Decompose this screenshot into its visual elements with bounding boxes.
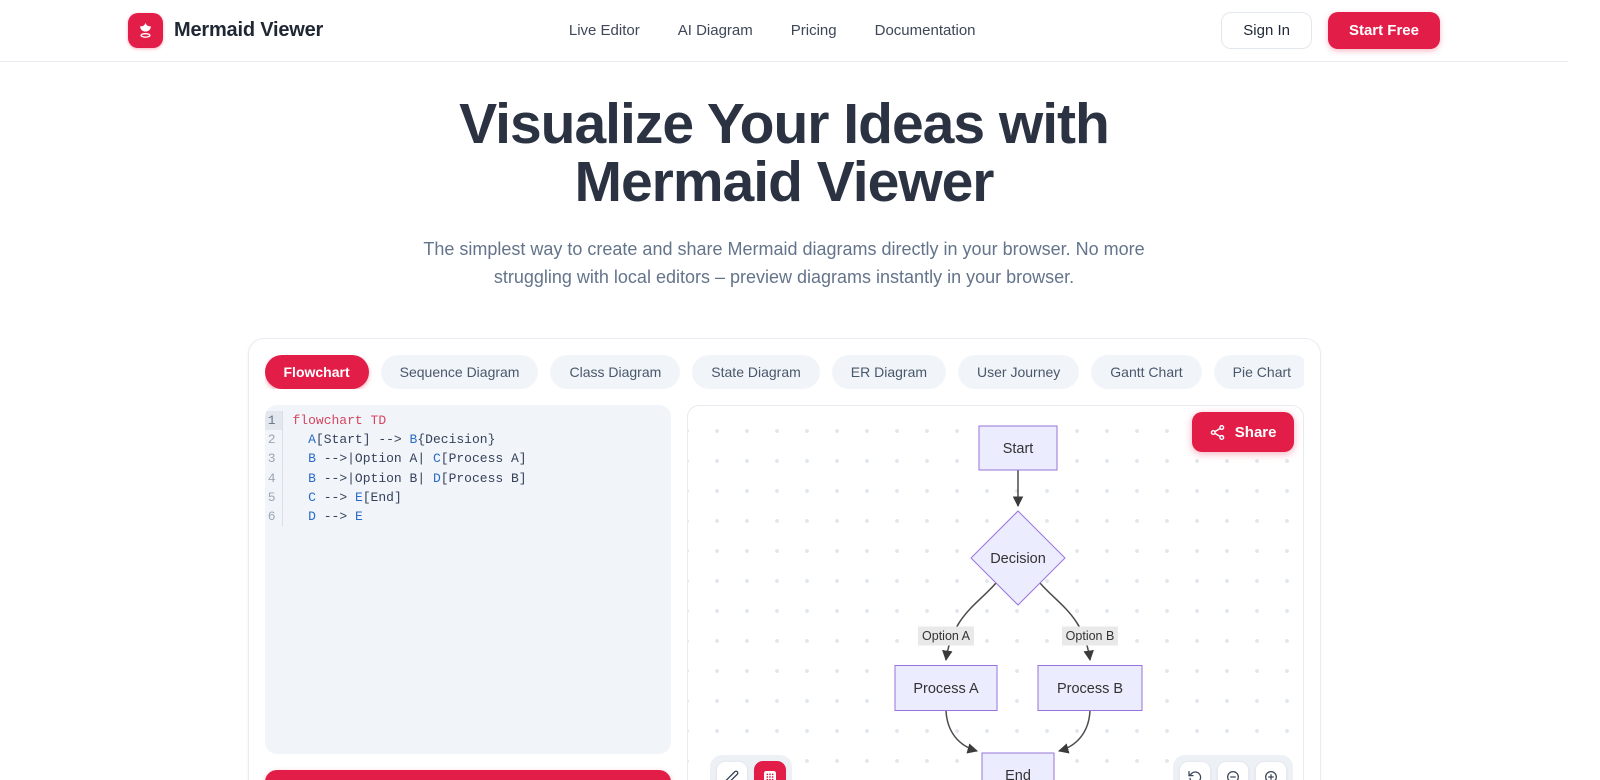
code-text: B -->|Option A| C[Process A] xyxy=(308,451,527,467)
line-number: 5 xyxy=(265,487,283,508)
tab-er-diagram[interactable]: ER Diagram xyxy=(831,355,947,389)
code-line[interactable]: 4 B -->|Option B| D[Process B] xyxy=(265,468,671,488)
tab-class-diagram[interactable]: Class Diagram xyxy=(550,355,681,389)
pencil-icon xyxy=(725,770,739,780)
tab-pie-chart[interactable]: Pie Chart xyxy=(1213,355,1304,389)
mode-toolbar xyxy=(709,755,792,780)
edit-mode-button[interactable] xyxy=(715,761,748,780)
flowchart-diagram: Option A Option B Start Decision xyxy=(894,425,1142,780)
code-line[interactable]: 2 A[Start] --> B{Decision} xyxy=(265,430,671,450)
tab-sequence-diagram[interactable]: Sequence Diagram xyxy=(380,355,539,389)
page-title-line-2: Mermaid Viewer xyxy=(574,150,995,214)
nav-pricing[interactable]: Pricing xyxy=(790,22,837,39)
svg-text:Start: Start xyxy=(1002,441,1033,457)
edge-label-option-a: Option A xyxy=(917,626,974,646)
brand-logo-icon[interactable] xyxy=(128,13,163,48)
svg-text:Decision: Decision xyxy=(990,551,1046,567)
header: Mermaid Viewer Live Editor AI Diagram Pr… xyxy=(0,0,1568,62)
tab-gantt-chart[interactable]: Gantt Chart xyxy=(1091,355,1202,389)
line-number: 1 xyxy=(264,411,283,431)
zoom-out-button[interactable] xyxy=(1216,761,1249,780)
share-icon xyxy=(1210,424,1225,440)
svg-text:Process B: Process B xyxy=(1056,681,1122,697)
tab-state-diagram[interactable]: State Diagram xyxy=(692,355,820,389)
node-decision[interactable]: Decision xyxy=(969,510,1066,606)
page-title: Visualize Your Ideas with Mermaid Viewer xyxy=(0,95,1568,211)
reset-view-button[interactable] xyxy=(1178,761,1211,780)
hero-section: Visualize Your Ideas with Mermaid Viewer… xyxy=(0,95,1568,291)
mermaid-tail-icon xyxy=(140,22,151,38)
svg-text:Option B: Option B xyxy=(1065,629,1114,643)
diagram-type-tabs: Flowchart Sequence Diagram Class Diagram St… xyxy=(264,355,1304,389)
line-number: 2 xyxy=(265,430,283,450)
sign-in-button[interactable]: Sign In xyxy=(1221,12,1312,49)
share-button[interactable]: Share xyxy=(1191,412,1294,452)
code-text: B -->|Option B| D[Process B] xyxy=(308,470,527,486)
nav-ai-diagram[interactable]: AI Diagram xyxy=(677,22,753,39)
line-number: 6 xyxy=(265,507,283,527)
line-number: 3 xyxy=(265,449,283,469)
grid-icon xyxy=(763,771,776,780)
svg-text:Option A: Option A xyxy=(922,629,971,643)
edge-decision-process-a xyxy=(941,582,997,662)
line-number: 4 xyxy=(265,468,283,488)
start-free-button[interactable]: Start Free xyxy=(1327,12,1440,49)
reset-view-icon xyxy=(1187,771,1201,780)
code-line[interactable]: 5 C --> E[End] xyxy=(265,487,671,508)
nav-documentation[interactable]: Documentation xyxy=(874,22,976,39)
grid-mode-button[interactable] xyxy=(753,761,786,780)
diagram-preview-canvas[interactable]: Option A Option B Start Decision xyxy=(686,405,1304,780)
page-title-line-1: Visualize Your Ideas with xyxy=(459,92,1110,156)
editor-cta-button[interactable] xyxy=(264,770,671,780)
zoom-in-button[interactable] xyxy=(1254,761,1287,780)
code-text: C --> E[End] xyxy=(308,489,402,505)
code-text: D --> E xyxy=(308,509,363,525)
svg-text:Process A: Process A xyxy=(913,681,979,697)
edge-process-b-end xyxy=(1057,710,1091,754)
share-button-label: Share xyxy=(1234,423,1277,441)
code-text: A[Start] --> B{Decision} xyxy=(308,432,496,448)
brand-name: Mermaid Viewer xyxy=(174,19,324,41)
node-end[interactable]: End xyxy=(981,752,1054,780)
zoom-in-icon xyxy=(1264,771,1277,780)
tab-flowchart[interactable]: Flowchart xyxy=(264,355,369,389)
svg-text:End: End xyxy=(1005,768,1031,780)
edge-process-a-end xyxy=(944,710,978,754)
node-start[interactable]: Start xyxy=(978,425,1057,471)
code-line[interactable]: 6 D --> E xyxy=(265,507,671,527)
code-text: flowchart TD xyxy=(292,413,387,428)
tab-user-journey[interactable]: User Journey xyxy=(958,355,1080,389)
node-process-a[interactable]: Process A xyxy=(894,665,997,711)
hero-subtitle: The simplest way to create and share Mer… xyxy=(423,239,1145,287)
zoom-out-icon xyxy=(1226,771,1239,780)
edge-label-option-b: Option B xyxy=(1061,626,1118,646)
zoom-toolbar xyxy=(1172,755,1293,780)
nav-live-editor[interactable]: Live Editor xyxy=(568,22,640,39)
main-nav: Live Editor AI Diagram Pricing Documenta… xyxy=(569,22,976,39)
node-process-b[interactable]: Process B xyxy=(1037,665,1142,711)
code-line[interactable]: 1 flowchart TD xyxy=(264,411,671,431)
edge-decision-process-b xyxy=(1038,582,1094,662)
code-line[interactable]: 3 B -->|Option A| C[Process A] xyxy=(265,449,671,469)
